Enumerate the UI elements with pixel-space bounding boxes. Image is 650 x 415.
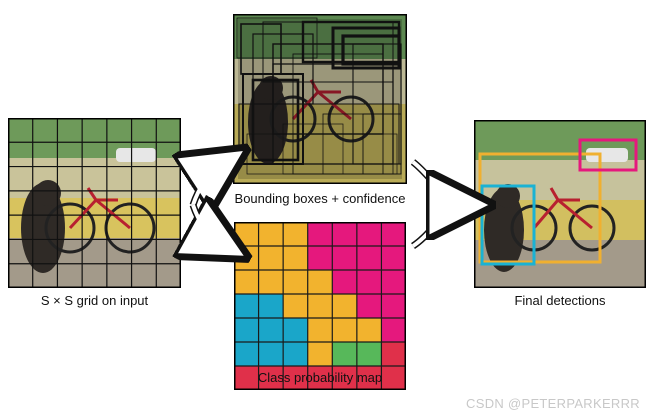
class-cell-red xyxy=(332,366,358,390)
class-probability-map xyxy=(234,222,406,390)
class-cell-magenta xyxy=(307,222,333,247)
watermark-text: CSDN @PETERPARKERRR xyxy=(466,396,640,411)
detection-box-car xyxy=(578,138,638,172)
class-cell-magenta xyxy=(332,222,358,247)
class-cell-magenta xyxy=(307,246,333,271)
class-cell-yellow xyxy=(332,294,358,319)
class-cell-yellow xyxy=(258,246,284,271)
class-cell-yellow xyxy=(283,294,309,319)
predicted-bbox xyxy=(282,123,344,175)
class-cell-red xyxy=(234,366,260,390)
class-cell-yellow xyxy=(307,342,333,367)
class-cell-yellow xyxy=(307,270,333,295)
class-cell-red xyxy=(381,342,406,367)
predicted-bbox xyxy=(352,43,402,165)
class-cell-cyan xyxy=(258,342,284,367)
class-cell-red xyxy=(258,366,284,390)
class-cell-cyan xyxy=(234,318,260,343)
class-cell-magenta xyxy=(381,270,406,295)
input-image-panel xyxy=(8,118,181,288)
class-cell-magenta xyxy=(381,318,406,343)
predicted-bbox xyxy=(362,113,402,175)
class-cell-red xyxy=(356,366,382,390)
final-caption: Final detections xyxy=(514,293,606,308)
class-cell-yellow xyxy=(283,246,309,271)
final-image-panel xyxy=(474,120,646,288)
class-cell-red xyxy=(381,366,406,390)
class-cell-green xyxy=(332,342,358,367)
input-grid-image xyxy=(8,118,181,288)
boxes-caption: Bounding boxes + confidence xyxy=(234,191,406,206)
class-cell-red xyxy=(283,366,309,390)
class-cell-yellow xyxy=(234,246,260,271)
class-cell-magenta xyxy=(332,270,358,295)
class-cell-cyan xyxy=(283,318,309,343)
class-cell-yellow xyxy=(332,318,358,343)
class-cell-green xyxy=(356,342,382,367)
class-cell-red xyxy=(307,366,333,390)
class-cell-cyan xyxy=(283,342,309,367)
class-cell-yellow xyxy=(283,222,309,247)
class-cell-yellow xyxy=(283,270,309,295)
class-cell-yellow xyxy=(307,318,333,343)
arrow-to-classmap xyxy=(193,205,226,246)
class-cell-magenta xyxy=(381,246,406,271)
class-cell-yellow xyxy=(258,270,284,295)
classmap-panel xyxy=(234,222,406,390)
class-cell-magenta xyxy=(356,294,382,319)
final-detections-image xyxy=(474,120,646,288)
input-caption: S × S grid on input xyxy=(40,293,149,308)
class-cell-yellow xyxy=(356,318,382,343)
class-cell-yellow xyxy=(307,294,333,319)
classmap-caption: Class probability map xyxy=(257,370,383,385)
class-cell-cyan xyxy=(234,342,260,367)
class-cell-magenta xyxy=(332,246,358,271)
class-cell-yellow xyxy=(234,270,260,295)
boxes-image xyxy=(233,14,407,184)
class-cell-magenta xyxy=(381,222,406,247)
predicted-bbox xyxy=(236,17,318,59)
class-cell-yellow xyxy=(258,222,284,247)
class-cell-cyan xyxy=(234,294,260,319)
boxes-image-panel xyxy=(233,14,407,184)
class-cell-yellow xyxy=(234,222,260,247)
class-cell-magenta xyxy=(381,294,406,319)
arrow-from-classmap xyxy=(410,201,462,249)
class-cell-cyan xyxy=(258,318,284,343)
class-cell-cyan xyxy=(258,294,284,319)
class-cell-magenta xyxy=(356,222,382,247)
class-cell-magenta xyxy=(356,246,382,271)
predicted-bbox xyxy=(238,103,400,165)
predicted-bbox xyxy=(251,78,300,162)
class-cell-magenta xyxy=(356,270,382,295)
